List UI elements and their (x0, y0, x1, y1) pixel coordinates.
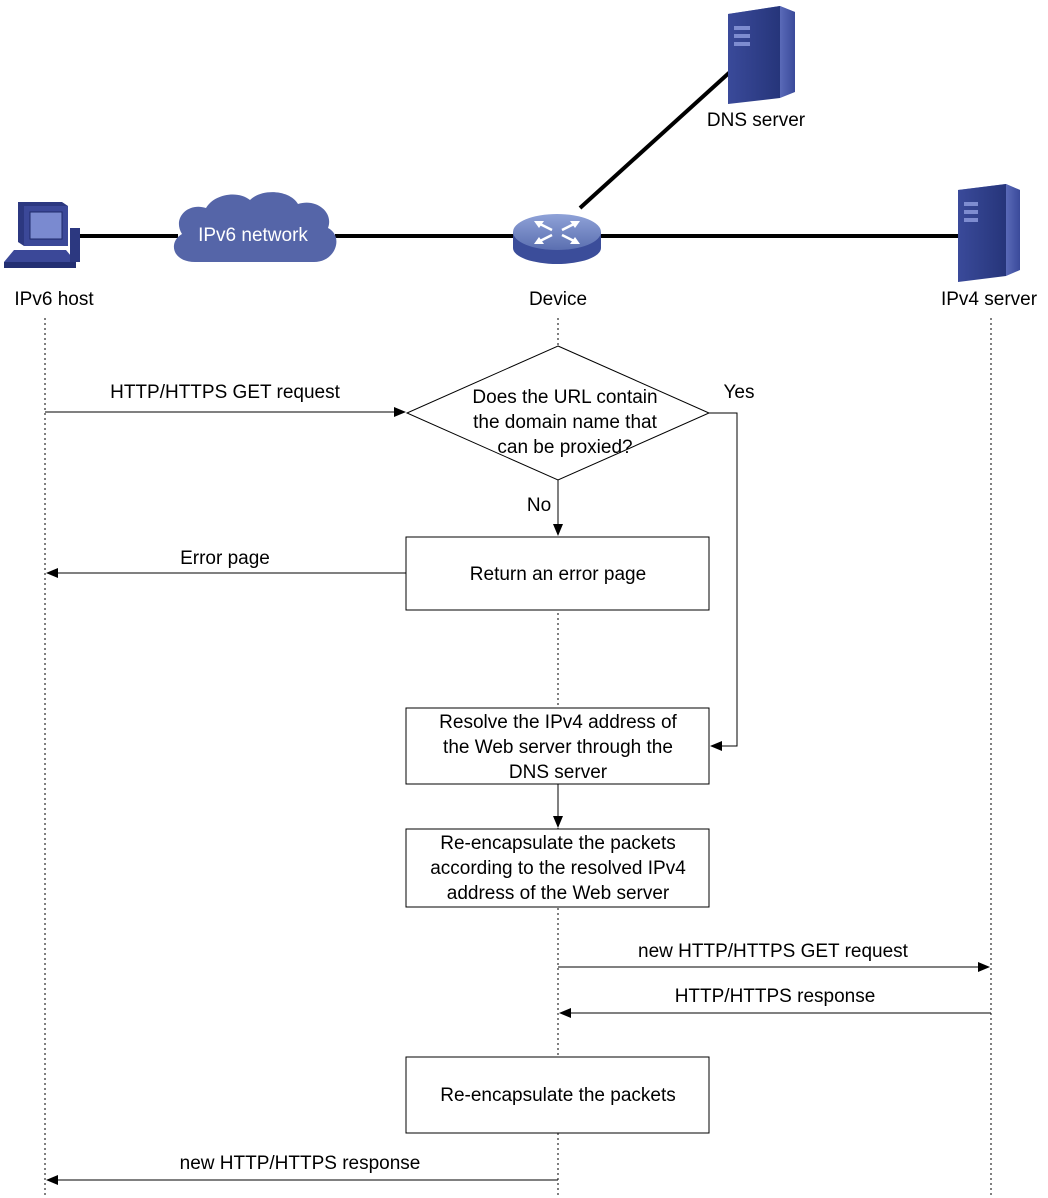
reencap1-line-3: address of the Web server (447, 883, 670, 904)
get-request-label: HTTP/HTTPS GET request (110, 382, 341, 403)
resolve-line-2: the Web server through the (443, 737, 673, 758)
reencapsulate-ipv4-box (405, 828, 710, 908)
reencap2-line-1: Re-encapsulate the packets (440, 1085, 676, 1106)
dns-server-label: DNS server (707, 110, 806, 131)
router-icon (513, 214, 601, 264)
decision-line-2: the domain name that (473, 412, 658, 433)
ipv4-server-label: IPv4 server (941, 289, 1038, 310)
decision-line-3: can be proxied? (497, 437, 632, 458)
server-icon (958, 184, 1020, 282)
yes-branch-arrow (709, 412, 738, 751)
resolve-line-1: Resolve the IPv4 address of (439, 712, 677, 733)
new-response-label: new HTTP/HTTPS response (180, 1153, 421, 1174)
ipv6-host-label: IPv6 host (14, 289, 94, 310)
ipv6-network-label: IPv6 network (198, 225, 308, 246)
resolve-dns-box (405, 707, 710, 785)
new-get-request-label: new HTTP/HTTPS GET request (638, 941, 909, 962)
error-page-label: Error page (180, 548, 270, 569)
reencap1-line-1: Re-encapsulate the packets (440, 833, 676, 854)
decision-line-1: Does the URL contain (472, 387, 657, 408)
resolve-line-3: DNS server (509, 762, 608, 783)
link-device-dns-server (578, 70, 732, 210)
reencap1-line-2: according to the resolved IPv4 (430, 858, 686, 879)
server-icon (728, 6, 795, 104)
reencapsulate-box (405, 1056, 710, 1134)
computer-icon (4, 202, 80, 268)
device-label: Device (529, 289, 587, 310)
error-page-box-text: Return an error page (470, 564, 646, 585)
yes-label: Yes (724, 382, 755, 403)
no-label: No (527, 495, 551, 516)
response-label: HTTP/HTTPS response (675, 986, 876, 1007)
cloud-icon (173, 192, 337, 262)
